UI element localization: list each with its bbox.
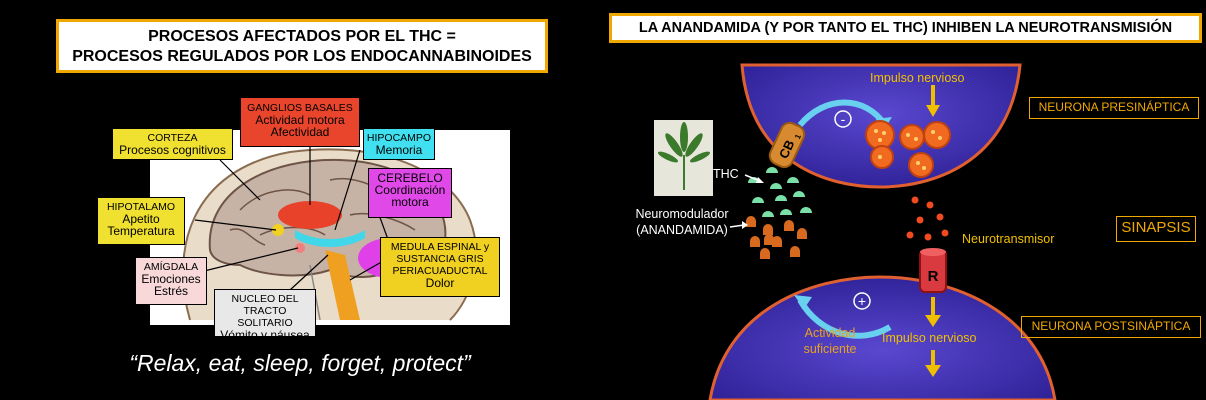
left-title-line1: PROCESOS AFECTADOS POR EL THC = [148,28,456,45]
neuromodulador-label: Neuromodulador (ANANDAMIDA) [622,206,742,238]
vesicles [865,120,951,178]
hipocampo-line1: Memoria [375,143,423,157]
left-title-line2: PROCESOS REGULADOS POR LOS ENDOCANNABINO… [72,48,532,65]
nucleo-title1: NUCLEO DEL [231,293,299,305]
r-receptor: R [919,248,947,293]
neuromodulador-line1: Neuromodulador [635,207,729,221]
r-label: R [928,268,939,285]
neuromodulador-line2: (ANANDAMIDA) [636,223,728,237]
tag-sinapsis: SINAPSIS [1116,216,1196,242]
actividad-line1: Actividad [804,326,856,340]
medula-line1: Dolor [425,276,455,290]
hipotalamo-title: HIPOTALAMO [106,201,176,213]
medula-title3: PERIACUADUCTAL [392,265,488,277]
label-nucleo: NUCLEO DEL TRACTO SOLITARIO Vómito y náu… [214,289,316,341]
impulso-bottom-label: Impulso nervioso [882,331,977,345]
actividad-label: Actividad suficiente [790,325,870,357]
label-medula: MEDULA ESPINAL y SUSTANCIA GRIS PERIACUA… [380,237,500,297]
cerebelo-line1: Coordinación [374,183,446,197]
quote-text: “Relax, eat, sleep, forget, protect” [129,350,471,376]
amigdala-line2: Estrés [153,284,188,298]
anandamide-particles [746,216,807,259]
actividad-line2: suficiente [803,342,857,356]
nucleo-title2: TRACTO SOLITARIO [237,305,293,329]
neurotransmitter-dots [906,196,949,241]
neurotransmisor-label: Neurotransmisor [962,232,1055,246]
thc-label: THC [713,167,739,181]
label-corteza: CORTEZA Procesos cognitivos [112,128,233,160]
ganglios-line2: Afectividad [270,125,330,139]
tag-neurona-postsinaptica: NEURONA POSTSINÁPTICA [1021,316,1201,338]
corteza-line1: Procesos cognitivos [119,143,226,157]
synapse-diagram: - CB 1 [654,63,1057,400]
minus-sign: - [841,111,846,127]
ganglios-line1: Actividad motora [255,113,345,127]
plus-sign: + [858,293,866,309]
tag-neurona-presinaptica: NEURONA PRESINÁPTICA [1029,97,1199,119]
label-hipocampo: HIPOCAMPO Memoria [363,128,435,160]
hipotalamo-line2: Temperatura [107,224,175,238]
corteza-title: CORTEZA [147,132,198,144]
postsynaptic-neuron [708,275,1057,400]
cb1-receptor: CB 1 [768,121,806,169]
ganglios-title: GANGLIOS BASALES [247,102,353,114]
medula-title2: SUSTANCIA GRIS [396,253,484,265]
thc-particles [748,167,812,217]
hipocampo-title: HIPOCAMPO [366,132,432,144]
medula-title1: MEDULA ESPINAL y [390,241,490,253]
cb-label: CB [776,138,798,161]
label-cerebelo: CEREBELO Coordinación motora [368,168,452,218]
nucleo-line1: Vómito y náusea [220,328,310,342]
cerebelo-line2: motora [391,195,429,209]
left-title: PROCESOS AFECTADOS POR EL THC = PROCESOS… [56,19,548,73]
label-hipotalamo: HIPOTALAMO Apetito Temperatura [97,197,185,245]
hipotalamo-line1: Apetito [122,212,160,226]
cerebelo-title: CEREBELO [377,171,443,185]
label-ganglios-basales: GANGLIOS BASALES Actividad motora Afecti… [240,97,360,147]
cb-sub: 1 [793,132,803,140]
amigdala-line1: Emociones [141,272,201,286]
impulso-top-label: Impulso nervioso [870,71,965,85]
label-amigdala: AMÍGDALA Emociones Estrés [135,257,207,305]
amigdala-title: AMÍGDALA [143,261,199,273]
cannabis-leaf-image [654,120,713,196]
right-title: LA ANANDAMIDA (Y POR TANTO EL THC) INHIB… [609,13,1202,43]
